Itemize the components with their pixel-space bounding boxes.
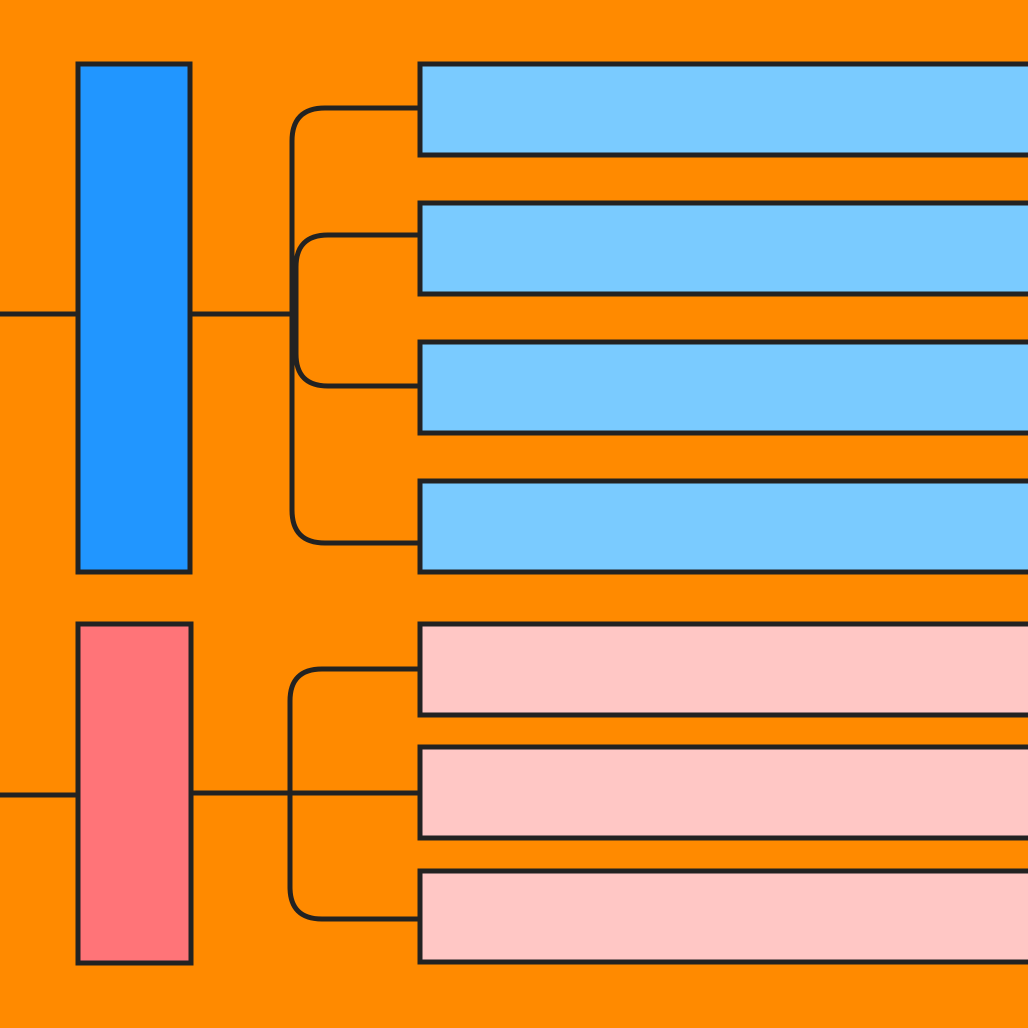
group-a-outer-bracket [289,105,420,546]
group-b-parent-box [75,621,194,966]
group-a-child-box-2 [417,200,1028,297]
group-a-child-box-4 [417,478,1028,575]
group-b-bracket [287,666,420,922]
group-a-child-box-1 [417,61,1028,158]
group-a-parent-box [75,61,193,575]
group-b [0,621,1028,966]
group-b-child-box-3 [417,868,1028,965]
group-a-child-box-3 [417,339,1028,436]
group-a [0,61,1028,575]
group-b-child-box-2 [417,744,1028,841]
group-a-inner-bracket [293,232,420,389]
group-b-child-box-1 [417,621,1028,718]
